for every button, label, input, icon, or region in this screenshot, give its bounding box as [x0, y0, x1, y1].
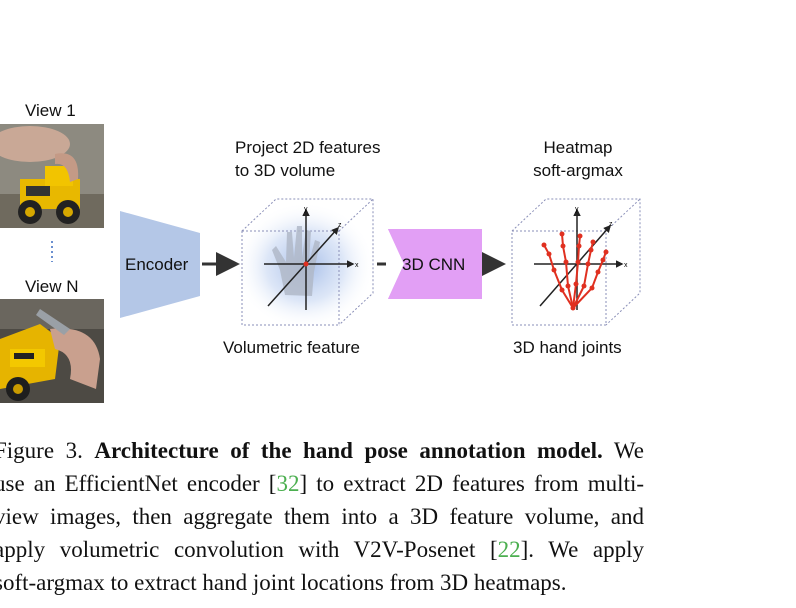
volume-axis-z-label: z	[338, 222, 342, 229]
caption-text-3: ] to extract 2D features from multi-	[299, 471, 645, 496]
encoder-label: Encoder	[125, 255, 189, 274]
view-1-image	[0, 124, 104, 228]
caption-line-4: apply volumetric convolution with V2V-Po…	[0, 533, 644, 566]
figure-caption: Figure 3. Architecture of the hand pose …	[0, 434, 644, 599]
project-label-line1: Project 2D features	[235, 138, 381, 157]
architecture-diagram: x y z x y z	[51, 198, 641, 330]
view-1-label: View 1	[25, 101, 76, 120]
citation-22[interactable]: 22	[497, 537, 521, 562]
hand-joints-label: 3D hand joints	[513, 338, 622, 357]
output-axis-x-label: x	[624, 262, 628, 269]
caption-line-5: soft-argmax to extract hand joint locati…	[0, 566, 644, 599]
caption-text-5: apply volumetric convolution with V2V-Po…	[0, 537, 498, 562]
caption-title: Architecture of the hand pose annotation…	[94, 438, 603, 463]
caption-text-4: view images, then aggregate them into a …	[0, 504, 644, 529]
caption-prefix: Figure 3.	[0, 438, 83, 463]
caption-line-1: Figure 3. Architecture of the hand pose …	[0, 434, 644, 467]
citation-32[interactable]: 32	[276, 471, 300, 496]
output-axis-y-label: y	[575, 206, 579, 213]
view-n-label: View N	[25, 277, 79, 296]
caption-text-6: ]. We apply	[520, 537, 644, 562]
caption-text-1: We	[613, 438, 644, 463]
project-label-line2: to 3D volume	[235, 161, 336, 180]
volume-axis-x-label: x	[355, 262, 359, 269]
volume-axis-y-label: y	[304, 206, 308, 213]
output-axis-z-label: z	[609, 221, 613, 228]
view-n-image	[0, 299, 104, 403]
hand-joints-cube	[511, 198, 641, 326]
caption-line-3: view images, then aggregate them into a …	[0, 500, 644, 533]
caption-text-7: soft-argmax to extract hand joint locati…	[0, 570, 567, 595]
volumetric-feature-label: Volumetric feature	[223, 338, 361, 357]
heatmap-label-line2: soft-argmax	[533, 161, 623, 180]
caption-text-2: use an EfficientNet encoder [	[0, 471, 277, 496]
caption-line-2: use an EfficientNet encoder [32] to extr…	[0, 467, 644, 500]
volumetric-feature-cube	[235, 198, 375, 330]
heatmap-label-line1: Heatmap	[543, 138, 613, 157]
cnn-label: 3D CNN	[402, 255, 466, 274]
encoder-block	[120, 211, 200, 318]
